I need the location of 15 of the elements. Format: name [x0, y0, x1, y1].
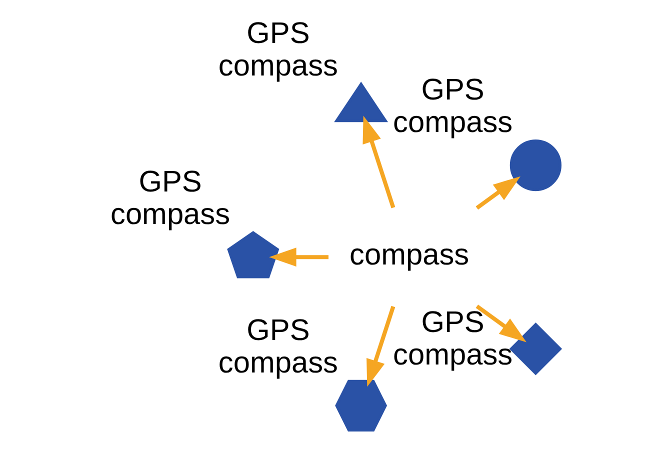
node-hexagon: [335, 380, 388, 432]
arrow: [366, 306, 396, 387]
arrow: [362, 116, 396, 208]
node-pentagon: [227, 231, 280, 278]
node-label: GPS compass: [393, 74, 513, 140]
node-triangle: [334, 82, 388, 122]
node-label: GPS compass: [218, 16, 338, 82]
node-label: GPS compass: [218, 314, 338, 380]
node-label: GPS compass: [393, 306, 513, 372]
arrow: [476, 304, 526, 342]
node-circle: [510, 139, 562, 192]
node-text: compass: [350, 238, 470, 272]
arrow: [476, 176, 520, 210]
node-label: GPS compass: [110, 165, 230, 231]
arrow: [269, 248, 328, 267]
